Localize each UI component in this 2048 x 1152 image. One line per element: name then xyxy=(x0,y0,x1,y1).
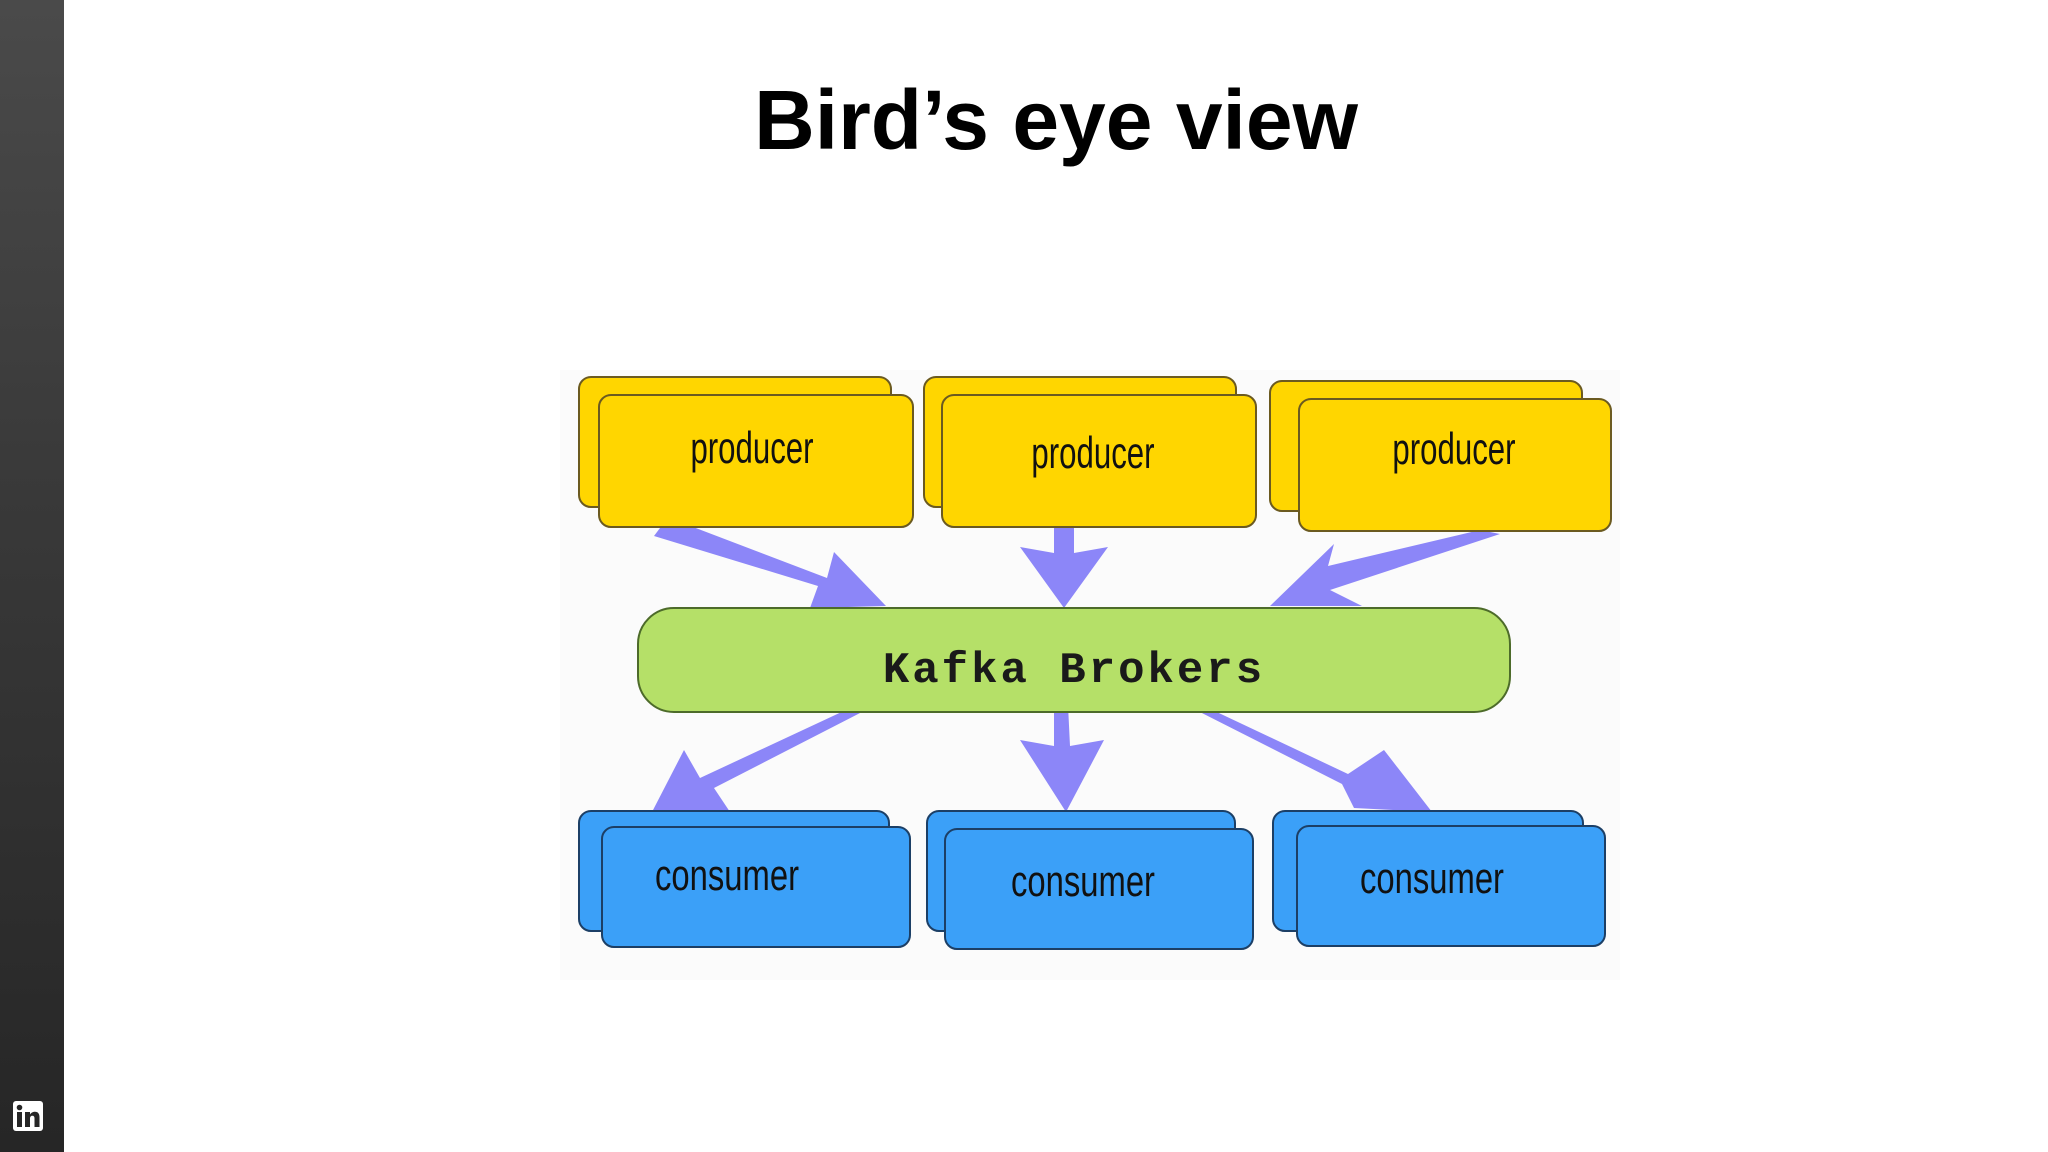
producer-box-3: producer xyxy=(1269,380,1612,532)
consumer-box-1: consumer xyxy=(578,810,911,948)
consumer-box-2: consumer xyxy=(926,810,1254,950)
producer-label: producer xyxy=(1031,429,1154,479)
arrow-consumer-3 xyxy=(1192,706,1432,812)
arrow-producer-2 xyxy=(1020,527,1108,608)
producer-box-1: producer xyxy=(578,376,914,528)
arrow-producer-3 xyxy=(1270,530,1500,606)
arrow-consumer-2 xyxy=(1020,705,1104,812)
consumer-label: consumer xyxy=(655,852,799,900)
linkedin-icon[interactable] xyxy=(13,1101,43,1131)
slide-title: Bird’s eye view xyxy=(754,73,1358,167)
sidebar-strip xyxy=(0,0,64,1152)
consumer-label: consumer xyxy=(1011,858,1155,906)
producer-label: producer xyxy=(690,424,813,474)
arrow-consumer-1 xyxy=(652,709,862,812)
producer-box-2: producer xyxy=(923,376,1257,528)
consumer-box-3: consumer xyxy=(1272,810,1606,947)
producer-label: producer xyxy=(1392,425,1515,475)
kafka-broker-box: Kafka Brokers xyxy=(637,607,1511,713)
broker-label: Kafka Brokers xyxy=(883,646,1265,696)
arrow-producer-1 xyxy=(654,522,886,608)
linkedin-glyph xyxy=(16,1104,40,1127)
producer-arrows xyxy=(654,522,1500,608)
consumer-label: consumer xyxy=(1360,855,1504,903)
consumer-arrows xyxy=(652,705,1432,812)
